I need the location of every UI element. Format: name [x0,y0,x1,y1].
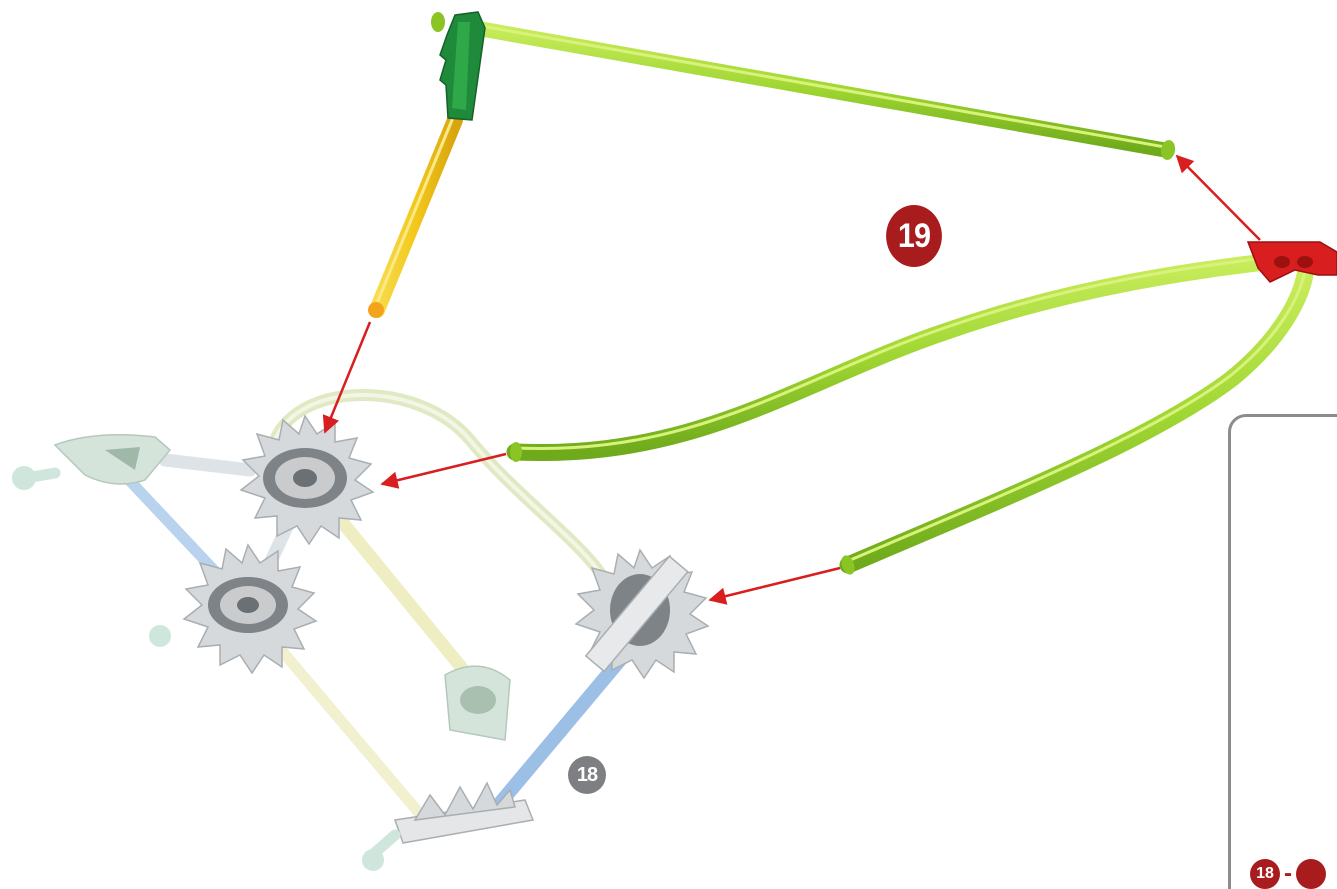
inset-step-range: 18 - [1250,858,1326,889]
arrow-red-to-rod [1177,156,1260,240]
inset-range-end-badge [1296,859,1326,889]
gray-wheel-top [241,416,373,544]
lime-rod-top [431,12,1177,161]
pale-yellow-rod-2 [260,625,425,820]
inset-range-separator: - [1284,860,1292,888]
existing-assembly [12,395,708,871]
gray-wheel-right [576,550,708,678]
red-connector [1248,242,1337,282]
pale-corner-connector [445,666,510,740]
previous-step-badge: 18 [568,756,606,794]
gray-rod-1 [165,460,250,470]
gray-wheel-middle [184,545,316,673]
inset-panel [1228,414,1337,889]
green-connector [440,12,485,120]
pale-yellow-rod-1 [320,495,480,690]
assembly-arrows [325,156,1260,600]
step-number-badge: 19 [886,205,942,267]
arrow-yellow-to-wheel [325,322,370,432]
arrow-upper-rod-to-wheel [382,454,506,484]
gray-bottom-connector [370,783,533,857]
pale-fan-connector [20,435,170,484]
yellow-rod [368,120,455,318]
arrow-lower-rod-to-wheel [710,568,840,600]
inset-range-start-badge: 18 [1250,859,1280,889]
